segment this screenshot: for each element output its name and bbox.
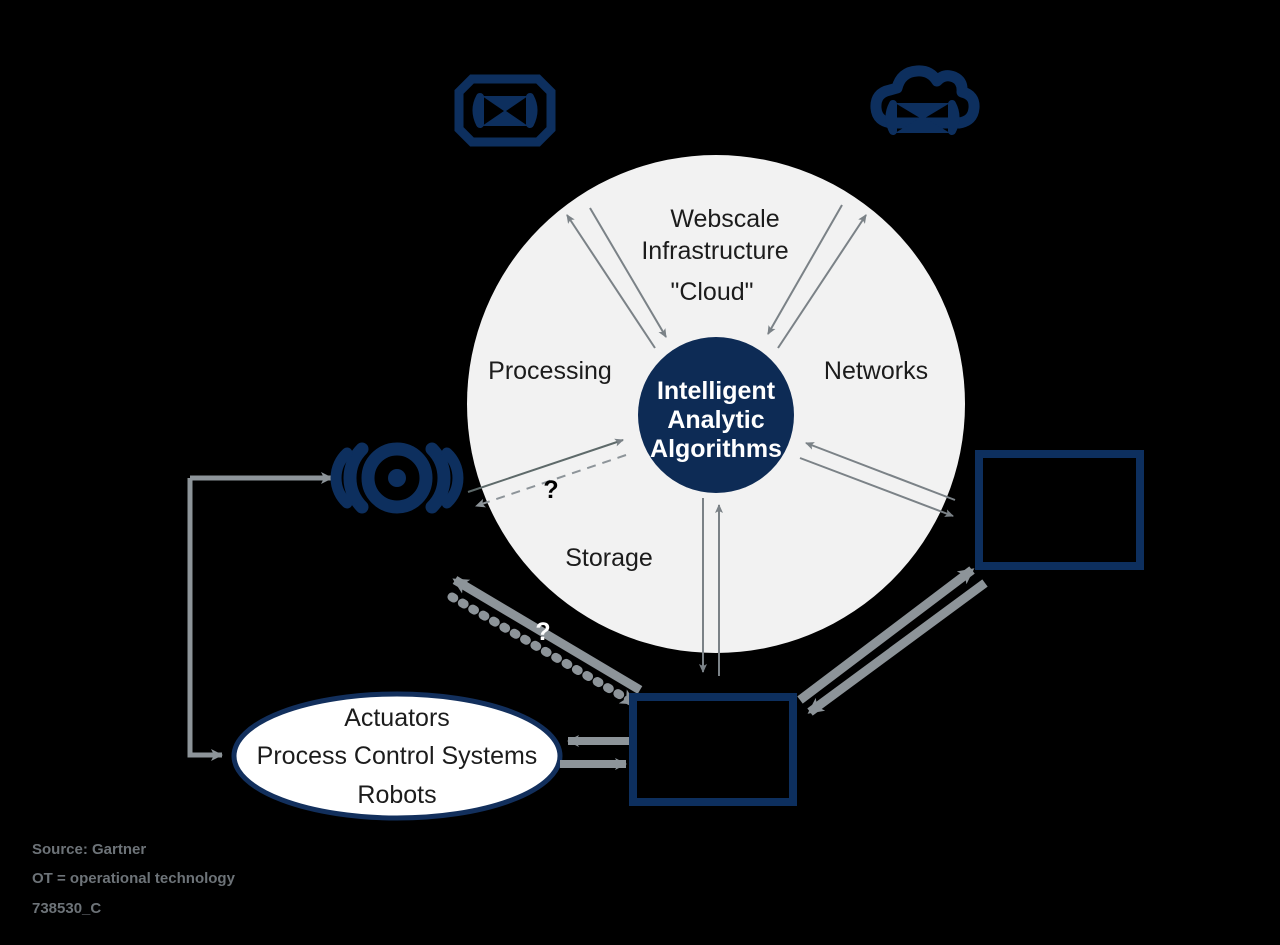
core-label-line3: Algorithms [650,435,782,463]
actuators-label-line3: Robots [357,781,436,809]
question-mark-lower: ? [535,618,550,646]
arrow-core-to-upperleft [566,214,656,349]
core-label-line2: Analytic [667,406,764,434]
ot-box-right[interactable] [975,450,1144,570]
footnote-doc-id: 738530_C [32,900,101,917]
actuators-label-line2: Process Control Systems [257,742,538,770]
core-node-circle[interactable] [638,337,794,493]
arrow-right-to-core [805,442,956,501]
arrow-left-to-core [467,438,624,493]
ring-label-networks: Networks [824,357,928,385]
footnote-ot-definition: OT = operational technology [32,870,236,887]
arrow-upperright-to-core [767,204,843,335]
cloud-icon[interactable] [870,65,980,135]
arrow-thick-to-upperleft [452,576,643,694]
core-label-line1: Intelligent [657,377,776,405]
ring-label-storage: Storage [565,544,653,572]
server-icon[interactable] [454,74,556,147]
actuators-label-line1: Actuators [344,704,450,732]
actuators-ellipse[interactable] [231,691,563,821]
wireless-sensor-icon[interactable] [330,442,464,514]
ring-label-processing: Processing [488,357,612,385]
arrow-upperleft-to-core [589,207,667,338]
ot-box-bottom[interactable] [629,693,797,806]
ring-label-webscale-line1: Webscale [670,205,779,233]
arrow-core-to-left-dashed [475,454,627,508]
question-mark-left: ? [543,476,558,504]
ring-label-webscale-line2: Infrastructure [641,237,788,265]
footnote-source: Source: Gartner [32,841,146,858]
arrow-core-to-right [799,457,954,517]
arrow-core-to-upperright [777,214,867,349]
elbow-connector-sensor-to-actuators [187,478,223,761]
arrow-thick-dotted-to-lowerright [447,592,639,708]
arrow-thick-to-right-box [797,566,975,704]
ring-label-cloud: "Cloud" [670,278,753,306]
arrow-thick-to-bottom-box [807,579,988,716]
